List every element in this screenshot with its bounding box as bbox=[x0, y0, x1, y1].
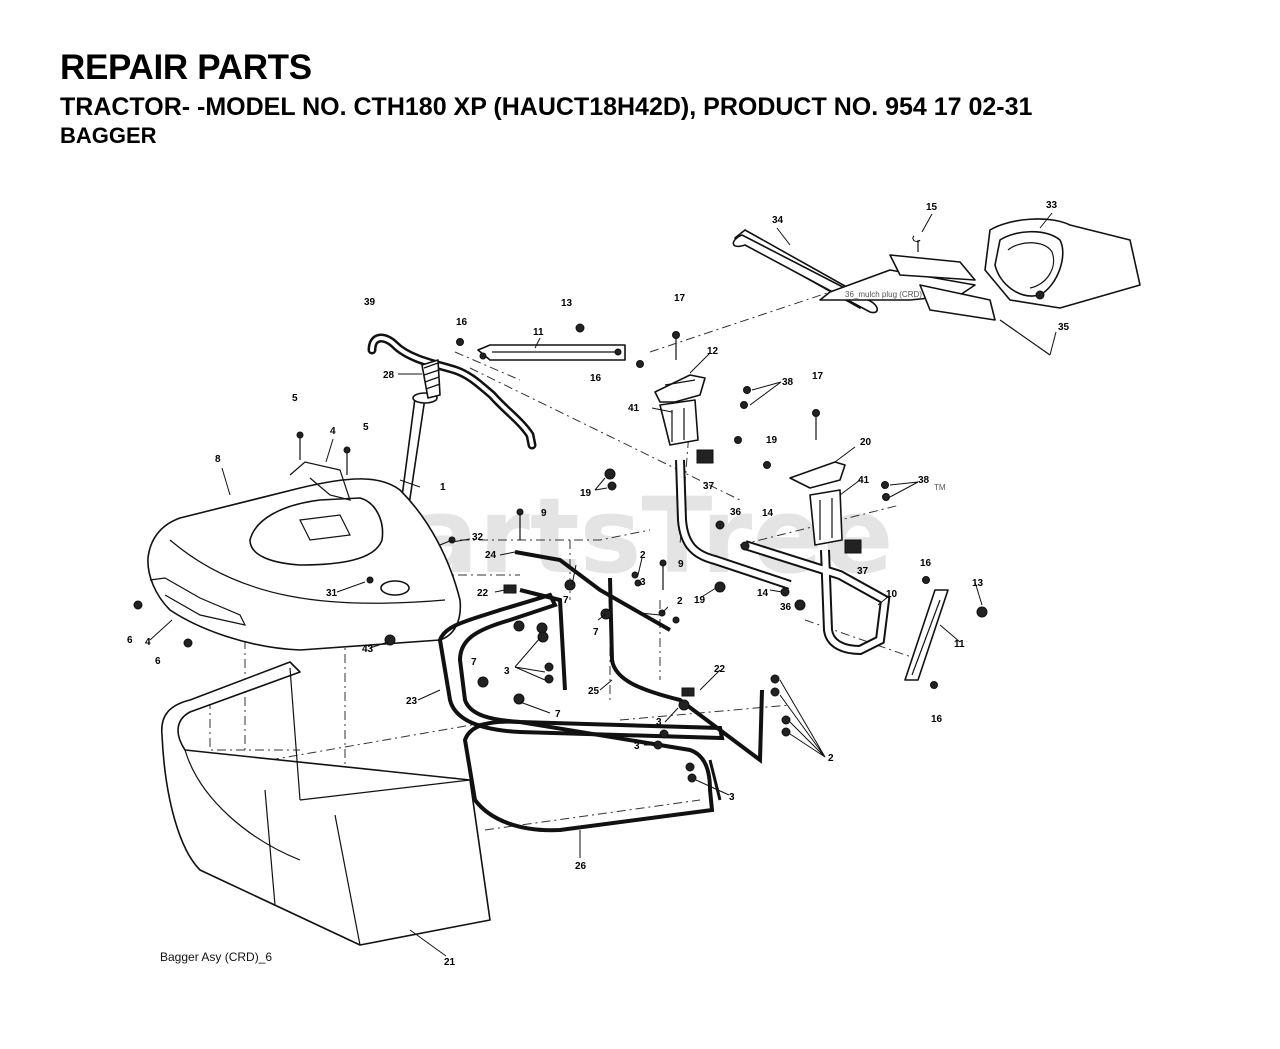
callout-28: 28 bbox=[383, 370, 395, 381]
callout-19: 19 bbox=[694, 595, 706, 606]
callout-5: 5 bbox=[363, 422, 369, 433]
callout-33: 33 bbox=[1046, 200, 1058, 211]
callout-35: 35 bbox=[1058, 322, 1070, 333]
section-title: BAGGER bbox=[60, 123, 157, 148]
callout-7: 7 bbox=[563, 595, 569, 606]
callout-22: 22 bbox=[477, 588, 489, 599]
part-41-clamp-b bbox=[809, 489, 843, 546]
part-20-clip bbox=[789, 461, 846, 489]
callout-6: 6 bbox=[127, 635, 133, 646]
callout-9: 9 bbox=[678, 559, 684, 570]
callout-5: 5 bbox=[292, 393, 298, 404]
part-37-block-a bbox=[696, 449, 714, 464]
callout-41: 41 bbox=[628, 403, 640, 414]
callout-3: 3 bbox=[656, 717, 662, 728]
callout-24: 24 bbox=[485, 550, 497, 561]
part-23-frame bbox=[437, 588, 725, 741]
callout-21: 21 bbox=[444, 957, 456, 968]
callout-20: 20 bbox=[860, 437, 872, 448]
callout-36: 36 bbox=[730, 507, 742, 518]
callout-32: 32 bbox=[472, 532, 484, 543]
callout-34: 34 bbox=[772, 215, 784, 226]
callout-38: 38 bbox=[782, 377, 794, 388]
callout-31: 31 bbox=[326, 588, 338, 599]
callout-7: 7 bbox=[555, 709, 561, 720]
callout-16: 16 bbox=[931, 714, 943, 725]
callout-8: 8 bbox=[215, 454, 221, 465]
callout-19: 19 bbox=[766, 435, 778, 446]
callout-9: 9 bbox=[541, 508, 547, 519]
callout-16: 16 bbox=[590, 373, 602, 384]
callout-22: 22 bbox=[714, 664, 726, 675]
diagram-caption: Bagger Asy (CRD)_6 bbox=[160, 950, 272, 964]
callout-43: 43 bbox=[362, 644, 374, 655]
part-39-rod bbox=[367, 333, 537, 450]
callout-37: 37 bbox=[703, 481, 715, 492]
part-25-frame bbox=[514, 550, 764, 764]
mulch-plug-inset: 36_mulch plug (CRD) bbox=[732, 218, 1141, 356]
callout-3: 3 bbox=[640, 577, 646, 588]
part-11-bracket-right bbox=[904, 589, 949, 681]
callout-39: 39 bbox=[364, 297, 376, 308]
callout-19: 19 bbox=[580, 488, 592, 499]
callout-2: 2 bbox=[828, 753, 834, 764]
callout-11: 11 bbox=[533, 327, 544, 338]
model-subtitle: TRACTOR- -MODEL NO. CTH180 XP (HAUCT18H4… bbox=[60, 93, 1033, 121]
part-26-frame bbox=[462, 719, 722, 833]
callout-17: 17 bbox=[812, 371, 824, 382]
callout-13: 13 bbox=[972, 578, 984, 589]
part-10-frame-right bbox=[743, 540, 891, 656]
callout-3: 3 bbox=[634, 741, 640, 752]
callout-2: 2 bbox=[677, 596, 683, 607]
callout-13: 13 bbox=[561, 298, 573, 309]
callout-1: 1 bbox=[440, 482, 446, 493]
part-12-clip bbox=[654, 374, 706, 403]
part-10-frame-left-arm bbox=[675, 459, 792, 590]
callout-7: 7 bbox=[471, 657, 477, 668]
part-11-bracket-top bbox=[477, 344, 626, 361]
callout-38: 38 bbox=[918, 475, 930, 486]
callout-4: 4 bbox=[145, 637, 151, 648]
callout-23: 23 bbox=[406, 696, 418, 707]
part-41-clamp-a bbox=[659, 399, 699, 446]
callout-26: 26 bbox=[575, 861, 587, 872]
callout-41: 41 bbox=[858, 475, 870, 486]
inset-note: 36_mulch plug (CRD) bbox=[845, 290, 922, 299]
callout-4: 4 bbox=[330, 426, 336, 437]
page-header: REPAIR PARTS TRACTOR- -MODEL NO. CTH180 … bbox=[60, 48, 1032, 150]
part-8-bag-cover bbox=[147, 461, 462, 651]
callout-14: 14 bbox=[762, 508, 774, 519]
callout-17: 17 bbox=[674, 293, 686, 304]
part-21-bag bbox=[161, 661, 491, 946]
callouts: 39 16 11 13 16 17 12 34 15 33 35 28 5 4 … bbox=[127, 200, 1070, 968]
callout-15: 15 bbox=[926, 202, 938, 213]
page-title: REPAIR PARTS bbox=[60, 48, 312, 87]
callout-14: 14 bbox=[757, 588, 769, 599]
callout-16: 16 bbox=[456, 317, 468, 328]
callout-3: 3 bbox=[729, 792, 735, 803]
callout-3: 3 bbox=[504, 666, 510, 677]
callout-25: 25 bbox=[588, 686, 600, 697]
leader-lines bbox=[149, 212, 1057, 957]
hardware bbox=[133, 323, 988, 783]
callout-16: 16 bbox=[920, 558, 932, 569]
callout-36: 36 bbox=[780, 602, 792, 613]
part-37-block-b bbox=[844, 539, 862, 554]
watermark-tm: TM bbox=[934, 483, 946, 492]
callout-2: 2 bbox=[640, 550, 646, 561]
callout-37: 37 bbox=[857, 566, 869, 577]
callout-12: 12 bbox=[707, 346, 719, 357]
callout-6: 6 bbox=[155, 656, 161, 667]
callout-7: 7 bbox=[593, 627, 599, 638]
callout-11: 11 bbox=[954, 639, 965, 650]
assembly-lines bbox=[209, 281, 921, 831]
callout-10: 10 bbox=[886, 589, 898, 600]
